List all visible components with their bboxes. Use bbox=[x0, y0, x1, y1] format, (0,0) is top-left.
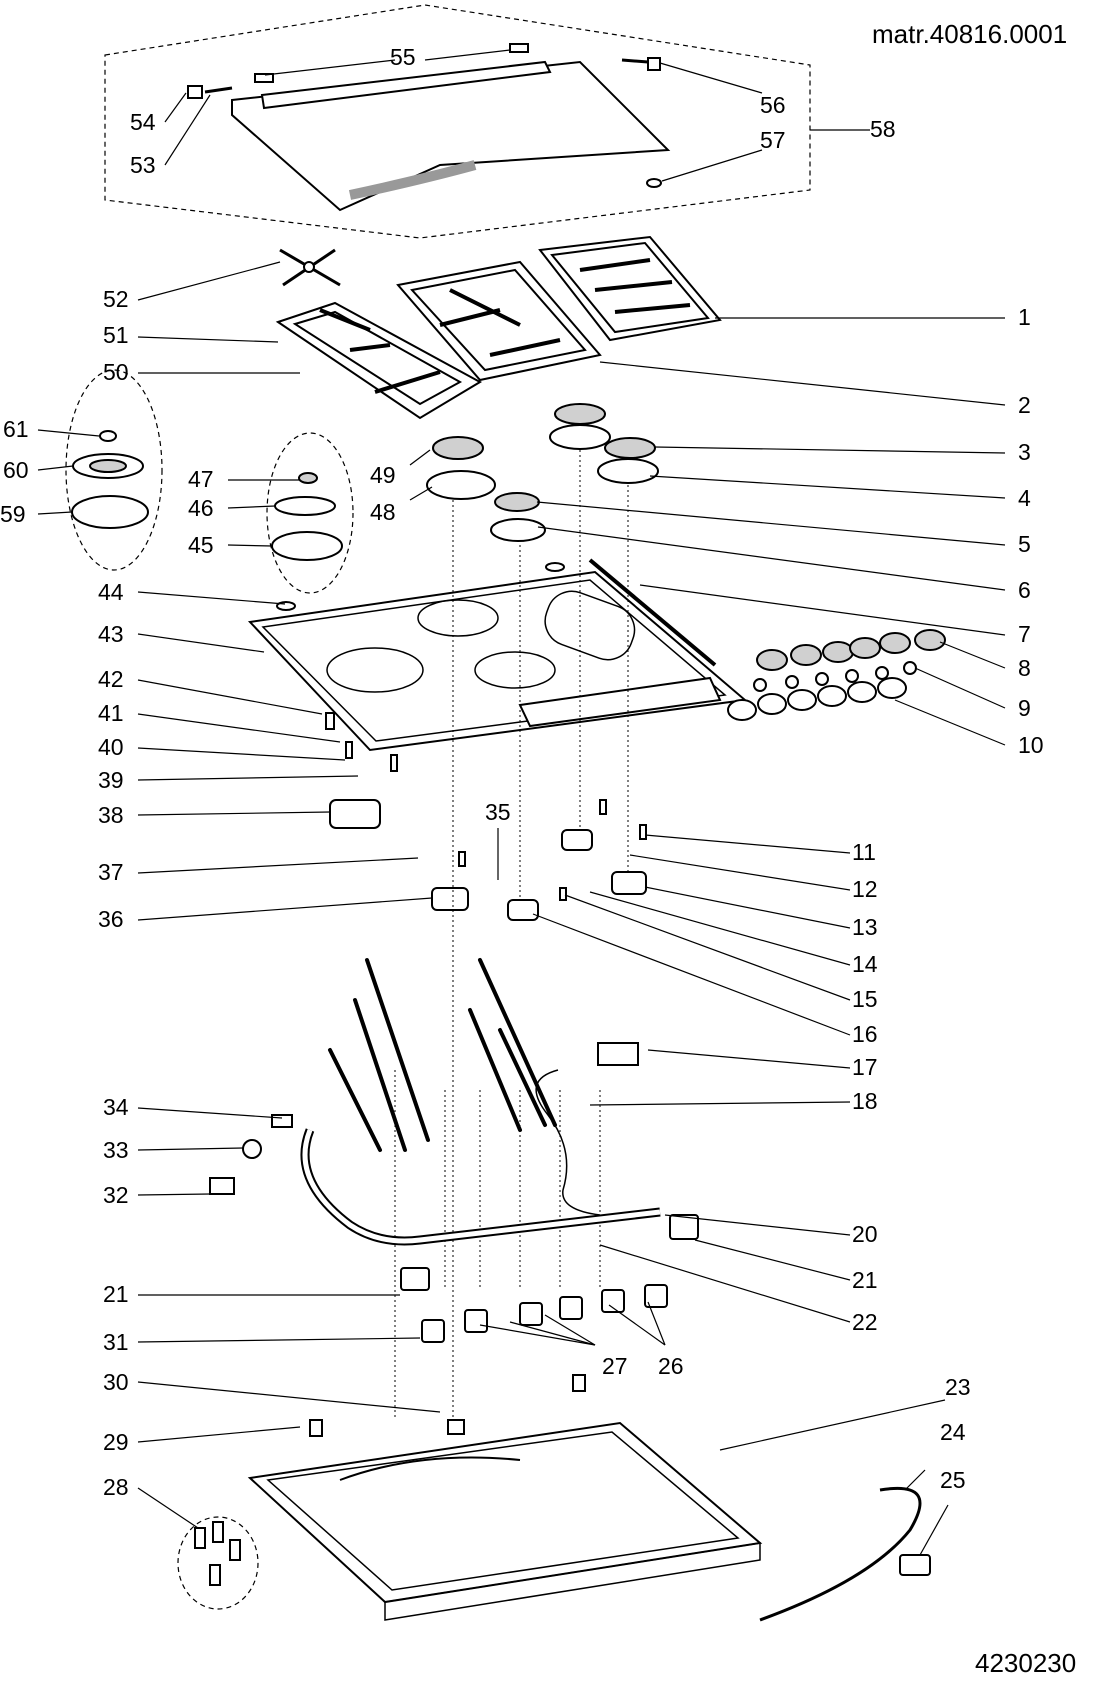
callout-31: 31 bbox=[103, 1329, 129, 1355]
callout-44: 44 bbox=[98, 579, 124, 605]
injectors bbox=[325, 712, 647, 901]
callout-58: 58 bbox=[870, 116, 896, 142]
callout-26: 26 bbox=[658, 1353, 684, 1379]
callout-37: 37 bbox=[98, 859, 124, 885]
callout-7: 7 bbox=[1018, 621, 1031, 647]
callout-45: 45 bbox=[188, 532, 214, 558]
burner-caps bbox=[432, 403, 656, 512]
callout-46: 46 bbox=[188, 495, 214, 521]
callout-22: 22 bbox=[852, 1309, 878, 1335]
callout-51: 51 bbox=[103, 322, 129, 348]
callout-28: 28 bbox=[103, 1474, 129, 1500]
callout-42: 42 bbox=[98, 666, 124, 692]
pan-support-left bbox=[275, 301, 483, 420]
callout-48: 48 bbox=[370, 499, 396, 525]
knob-springs bbox=[753, 661, 917, 692]
callout-39: 39 bbox=[98, 767, 124, 793]
callout-24: 24 bbox=[940, 1419, 966, 1445]
callout-32: 32 bbox=[103, 1182, 129, 1208]
callout-36: 36 bbox=[98, 906, 124, 932]
callout-17: 17 bbox=[852, 1054, 878, 1080]
callout-34: 34 bbox=[103, 1094, 129, 1120]
drawing-number: 4230230 bbox=[975, 1648, 1076, 1678]
gas-pipes bbox=[300, 958, 661, 1246]
callout-23: 23 bbox=[945, 1374, 971, 1400]
callout-16: 16 bbox=[852, 1021, 878, 1047]
callout-40: 40 bbox=[98, 734, 124, 760]
callout-leaders bbox=[37, 49, 1006, 1556]
power-cord bbox=[759, 1486, 931, 1622]
callout-38: 38 bbox=[98, 802, 124, 828]
callout-43: 43 bbox=[98, 621, 124, 647]
dual-burner-detail bbox=[266, 432, 354, 594]
callout-14: 14 bbox=[852, 951, 878, 977]
callout-20: 20 bbox=[852, 1221, 878, 1247]
assembly-lines bbox=[394, 450, 629, 1420]
callout-21-left: 21 bbox=[103, 1281, 129, 1307]
callout-18: 18 bbox=[852, 1088, 878, 1114]
callout-53: 53 bbox=[130, 152, 156, 178]
callout-27: 27 bbox=[602, 1353, 628, 1379]
burner-bodies bbox=[329, 799, 647, 921]
callout-12: 12 bbox=[852, 876, 878, 902]
callout-56: 56 bbox=[760, 92, 786, 118]
knobs bbox=[756, 629, 946, 671]
callout-11: 11 bbox=[852, 839, 876, 865]
callout-59: 59 bbox=[0, 501, 26, 527]
callout-35: 35 bbox=[485, 799, 511, 825]
callout-47: 47 bbox=[188, 466, 214, 492]
clips-group bbox=[177, 1516, 259, 1610]
wok-burner-detail bbox=[65, 369, 163, 571]
bottom-tray bbox=[247, 1374, 763, 1621]
callout-9: 9 bbox=[1018, 695, 1031, 721]
callout-57: 57 bbox=[760, 127, 786, 153]
callout-55: 55 bbox=[390, 44, 416, 70]
callout-41: 41 bbox=[98, 700, 124, 726]
callout-1: 1 bbox=[1018, 304, 1031, 330]
callout-52: 52 bbox=[103, 286, 129, 312]
callout-25: 25 bbox=[940, 1467, 966, 1493]
gas-taps bbox=[400, 1214, 699, 1343]
callout-54: 54 bbox=[130, 109, 156, 135]
callout-4: 4 bbox=[1018, 485, 1031, 511]
fittings bbox=[209, 1042, 639, 1195]
callout-50: 50 bbox=[103, 359, 129, 385]
callout-5: 5 bbox=[1018, 531, 1031, 557]
callout-61: 61 bbox=[3, 416, 29, 442]
callout-60: 60 bbox=[3, 457, 29, 483]
callout-2: 2 bbox=[1018, 392, 1031, 418]
callout-21-right: 21 bbox=[852, 1267, 878, 1293]
pan-support-right bbox=[538, 235, 722, 342]
callout-6: 6 bbox=[1018, 577, 1031, 603]
hob-top-panel bbox=[247, 558, 748, 752]
wok-support-cross bbox=[279, 248, 341, 287]
callout-33: 33 bbox=[103, 1137, 129, 1163]
callout-49: 49 bbox=[370, 462, 396, 488]
callout-15: 15 bbox=[852, 986, 878, 1012]
material-code: matr.40816.0001 bbox=[872, 19, 1067, 49]
burner-heads bbox=[426, 424, 659, 542]
callout-10: 10 bbox=[1018, 732, 1044, 758]
callout-8: 8 bbox=[1018, 655, 1031, 681]
callout-13: 13 bbox=[852, 914, 878, 940]
callout-labels: 1 2 3 4 5 6 7 8 9 10 11 12 13 14 15 16 1… bbox=[0, 44, 1044, 1500]
callout-3: 3 bbox=[1018, 439, 1031, 465]
pan-support-middle bbox=[396, 260, 602, 382]
callout-30: 30 bbox=[103, 1369, 129, 1395]
callout-29: 29 bbox=[103, 1429, 129, 1455]
knob-bezels bbox=[727, 677, 907, 721]
glass-lid-group bbox=[104, 4, 811, 239]
